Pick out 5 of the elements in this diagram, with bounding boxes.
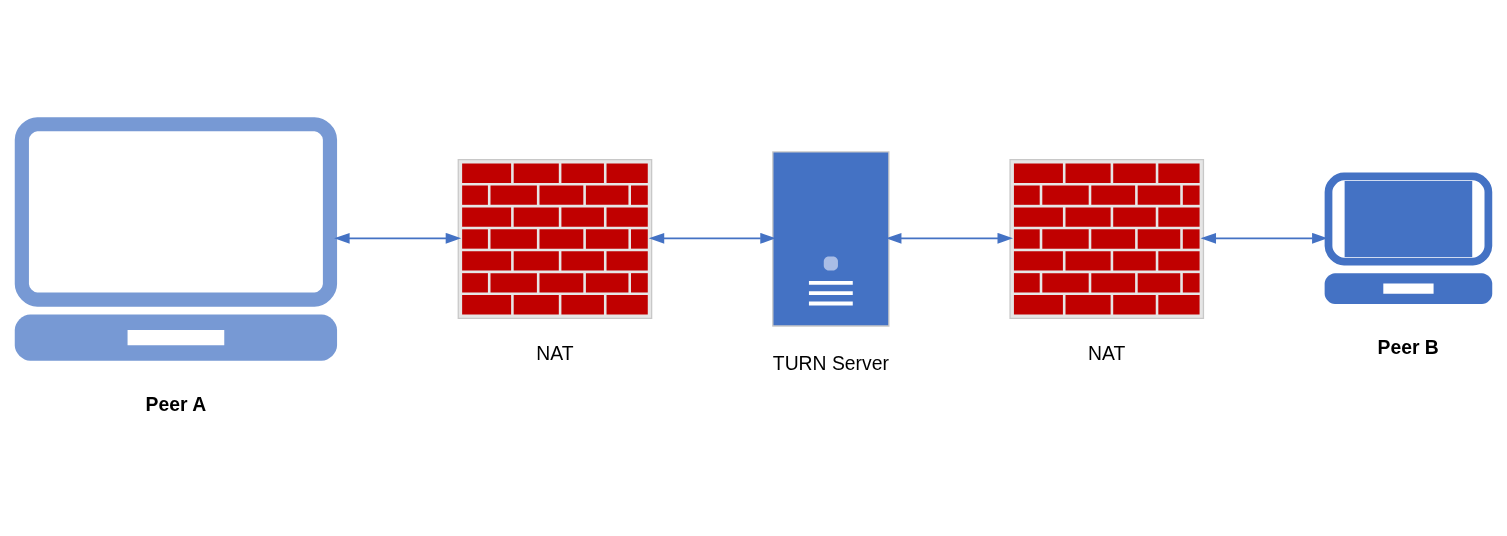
node-label: TURN Server [772, 352, 889, 374]
node-label: Peer B [1377, 337, 1439, 359]
node-label: NAT [536, 342, 574, 364]
node-label: Peer A [145, 394, 207, 416]
node-label: NAT [1088, 342, 1126, 364]
